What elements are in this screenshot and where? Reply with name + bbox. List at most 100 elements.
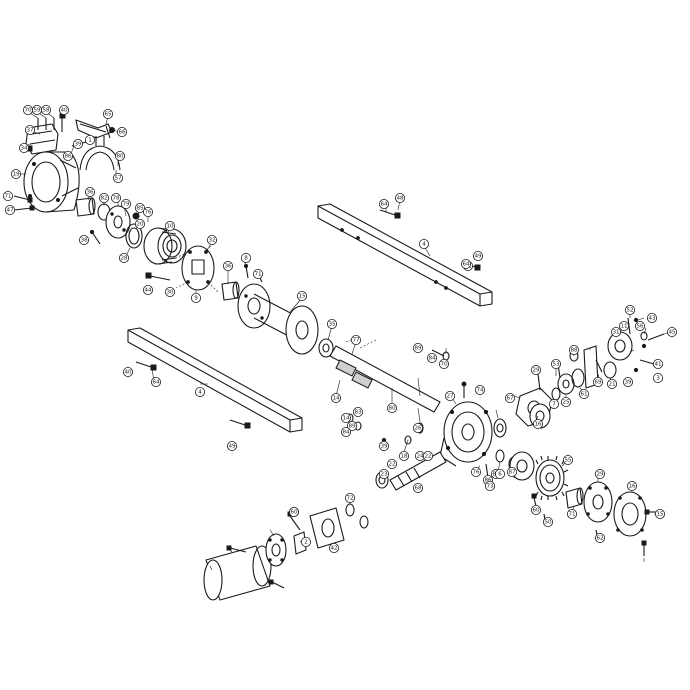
callout-bubble (611, 326, 622, 337)
callout-bubble (113, 172, 124, 183)
callout-number: 71 (568, 511, 576, 517)
callout-bubble (378, 468, 389, 479)
callout-16: 16 (533, 418, 544, 429)
callout-bubble (123, 366, 134, 377)
callout-number: 36 (224, 263, 232, 269)
callout-bubble (386, 458, 397, 469)
callout-bubble (386, 402, 397, 413)
callout-number: 89 (414, 345, 422, 351)
callout-83: 83 (352, 406, 363, 417)
callout-71: 71 (252, 268, 263, 279)
callout-number: 39 (74, 141, 82, 147)
callout-bubble (625, 304, 636, 315)
callout-bubble (593, 376, 604, 387)
callout-35: 35 (326, 318, 337, 329)
callout-80: 80 (115, 150, 126, 161)
callout-bubble (142, 206, 153, 217)
callout-number: 57 (114, 175, 122, 181)
callout-bubble (350, 334, 361, 345)
callout-70: 70 (438, 358, 449, 369)
callout-number: 42 (330, 545, 337, 551)
callout-bubble (563, 454, 574, 465)
callout-64: 64 (378, 198, 389, 209)
callout-bubble (549, 398, 560, 409)
callout-25: 25 (561, 396, 572, 407)
callout-74: 74 (474, 384, 485, 395)
callout-number: 29 (532, 367, 540, 373)
callout-number: 36 (86, 189, 94, 195)
callout-number: 49 (228, 443, 236, 449)
callout-69: 69 (593, 376, 604, 387)
callout-21: 21 (607, 378, 618, 389)
callout-number: 44 (144, 287, 152, 293)
callout-26: 26 (412, 422, 423, 433)
callout-bubble (10, 168, 21, 179)
callout-76: 76 (470, 466, 481, 477)
callout-number: 67 (506, 395, 514, 401)
callout-77: 77 (350, 334, 361, 345)
callout-89: 89 (346, 420, 357, 431)
callout-bubble (653, 372, 664, 383)
callout-bubble (340, 412, 351, 423)
callout-88: 88 (569, 344, 580, 355)
clutch-pack-group (75, 197, 219, 293)
callout-80: 80 (386, 402, 397, 413)
callout-bubble (569, 344, 580, 355)
callout-number: 69 (594, 379, 602, 385)
callout-number: 86 (484, 477, 492, 483)
callout-50: 50 (543, 517, 554, 528)
callout-number: 80 (388, 405, 396, 411)
callout-number: 10 (166, 223, 174, 229)
callout-number: 70 (440, 361, 448, 367)
callout-number: 64 (152, 379, 160, 385)
callout-number: 30 (166, 289, 174, 295)
callout-number: 80 (116, 153, 124, 159)
callout-number: 39 (624, 379, 632, 385)
callout-bubble (288, 506, 299, 517)
callout-bubble (115, 150, 126, 161)
callout-number: 55 (564, 457, 572, 463)
callout-number: 18 (400, 453, 408, 459)
callout-bubble (619, 320, 630, 331)
callout-number: 4 (198, 389, 202, 395)
callout-43: 43 (647, 312, 658, 323)
callout-number: 7 (552, 401, 556, 407)
callout-number: 32 (208, 237, 215, 243)
tie-bar-lower (127, 327, 303, 433)
callout-bubble (252, 268, 263, 279)
callout-bubble (551, 358, 562, 369)
callout-number: 49 (474, 253, 482, 259)
callout-47: 47 (5, 204, 15, 215)
callout-bubble (595, 468, 606, 479)
callout-28: 28 (119, 252, 130, 263)
callout-bubble (647, 312, 658, 323)
callout-bubble (326, 318, 337, 329)
callout-number: 62 (596, 535, 603, 541)
callout-number: 16 (534, 421, 542, 427)
callout-number: 60 (290, 509, 298, 515)
callout-71: 71 (3, 190, 13, 201)
callout-bubble (99, 192, 110, 203)
callout-number: 84 (342, 429, 350, 435)
callout-number: 15 (298, 293, 306, 299)
callout-53: 53 (551, 358, 562, 369)
callout-4: 4 (194, 386, 205, 397)
callout-bubble (226, 440, 237, 451)
callout-number: 40 (124, 369, 132, 375)
motor-group (203, 503, 369, 601)
callout-58: 58 (41, 105, 52, 116)
callout-10: 10 (164, 220, 175, 231)
callout-11: 11 (619, 320, 630, 331)
callout-2: 2 (300, 537, 311, 548)
callout-79: 79 (121, 198, 132, 209)
callout-bubble (3, 190, 13, 201)
callout-65: 65 (103, 109, 114, 120)
callout-number: 23 (380, 471, 388, 477)
callout-number: 45 (668, 329, 676, 335)
callout-number: 40 (60, 107, 68, 113)
callout-45: 45 (667, 326, 678, 337)
callout-bubble (190, 292, 201, 303)
callout-40: 40 (123, 366, 134, 377)
callout-bubble (117, 127, 128, 138)
